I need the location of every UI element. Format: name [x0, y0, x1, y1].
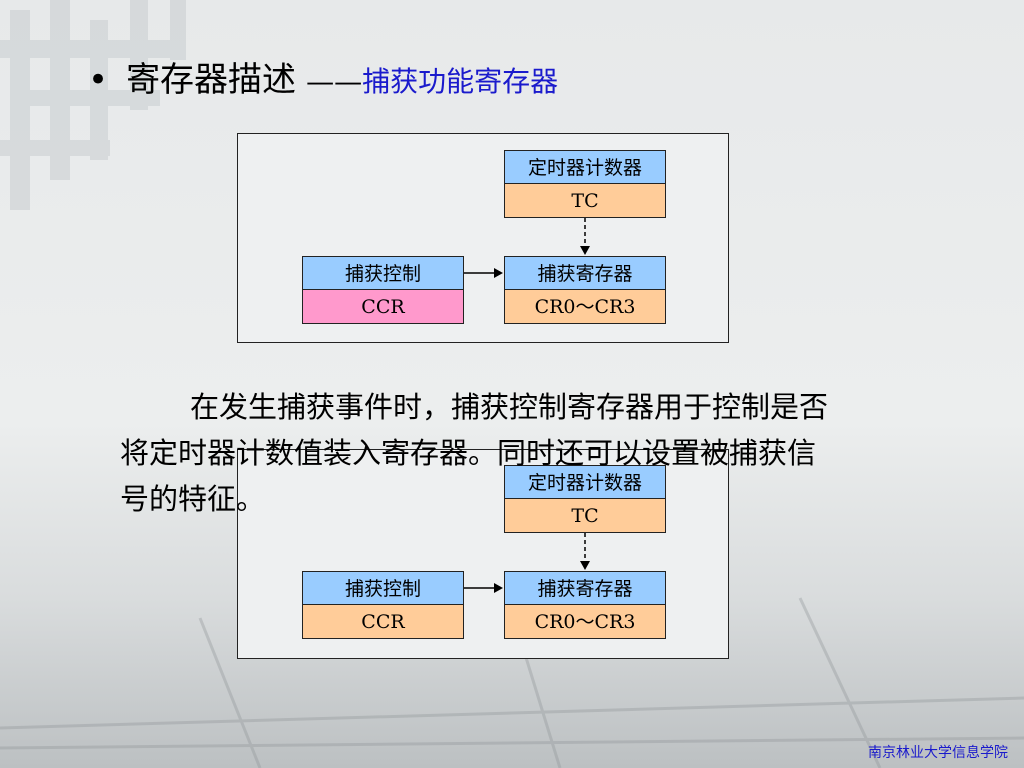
description-paragraph: 在发生捕获事件时，捕获控制寄存器用于控制是否 将定时器计数值装入寄存器。同时还可…	[120, 384, 950, 522]
title-dash: ——	[306, 65, 363, 98]
capture-control-register: 捕获控制 CCR	[302, 256, 464, 324]
title-subtitle: 捕获功能寄存器	[362, 65, 559, 98]
timer-counter-register: 定时器计数器 TC	[504, 150, 666, 218]
paragraph-line-1: 在发生捕获事件时，捕获控制寄存器用于控制是否	[190, 390, 829, 424]
capture-control-abbr: CCR	[302, 290, 464, 324]
timer-counter-name: 定时器计数器	[504, 150, 666, 184]
bottom-texture-decoration	[0, 597, 1024, 768]
capture-control-register-2: 捕获控制 CCR	[302, 571, 464, 639]
register-diagram-top: 定时器计数器 TC 捕获控制 CCR 捕获寄存器 CR0～CR3	[237, 133, 729, 343]
solid-arrow-right-2	[464, 583, 503, 593]
dashed-arrow-down-2	[580, 533, 590, 570]
timer-counter-register-2: 定时器计数器 TC	[504, 465, 666, 533]
timer-counter-abbr: TC	[504, 184, 666, 218]
corner-pattern-decoration	[0, 0, 186, 210]
timer-counter-abbr-2: TC	[504, 499, 666, 533]
capture-control-name-2: 捕获控制	[302, 571, 464, 605]
dashed-arrow-down	[580, 218, 590, 255]
solid-arrow-right	[464, 268, 503, 278]
capture-register-abbr: CR0～CR3	[504, 290, 666, 324]
capture-control-name: 捕获控制	[302, 256, 464, 290]
footer-institution: 南京林业大学信息学院	[868, 745, 1008, 761]
capture-control-abbr-2: CCR	[302, 605, 464, 639]
timer-counter-name-2: 定时器计数器	[504, 465, 666, 499]
capture-register-name: 捕获寄存器	[504, 256, 666, 290]
paragraph-line-3: 号的特征。	[120, 482, 266, 516]
title-main: 寄存器描述	[126, 60, 297, 100]
register-diagram-bottom: 定时器计数器 TC 捕获控制 CCR 捕获寄存器 CR0～CR3	[237, 449, 729, 659]
slide-title: • 寄存器描述 —— 捕获功能寄存器	[88, 52, 558, 101]
capture-register: 捕获寄存器 CR0～CR3	[504, 256, 666, 324]
capture-register-2: 捕获寄存器 CR0～CR3	[504, 571, 666, 639]
capture-register-name-2: 捕获寄存器	[504, 571, 666, 605]
paragraph-line-2: 将定时器计数值装入寄存器。同时还可以设置被捕获信	[120, 436, 817, 470]
bullet-icon: •	[88, 60, 109, 100]
capture-register-abbr-2: CR0～CR3	[504, 605, 666, 639]
